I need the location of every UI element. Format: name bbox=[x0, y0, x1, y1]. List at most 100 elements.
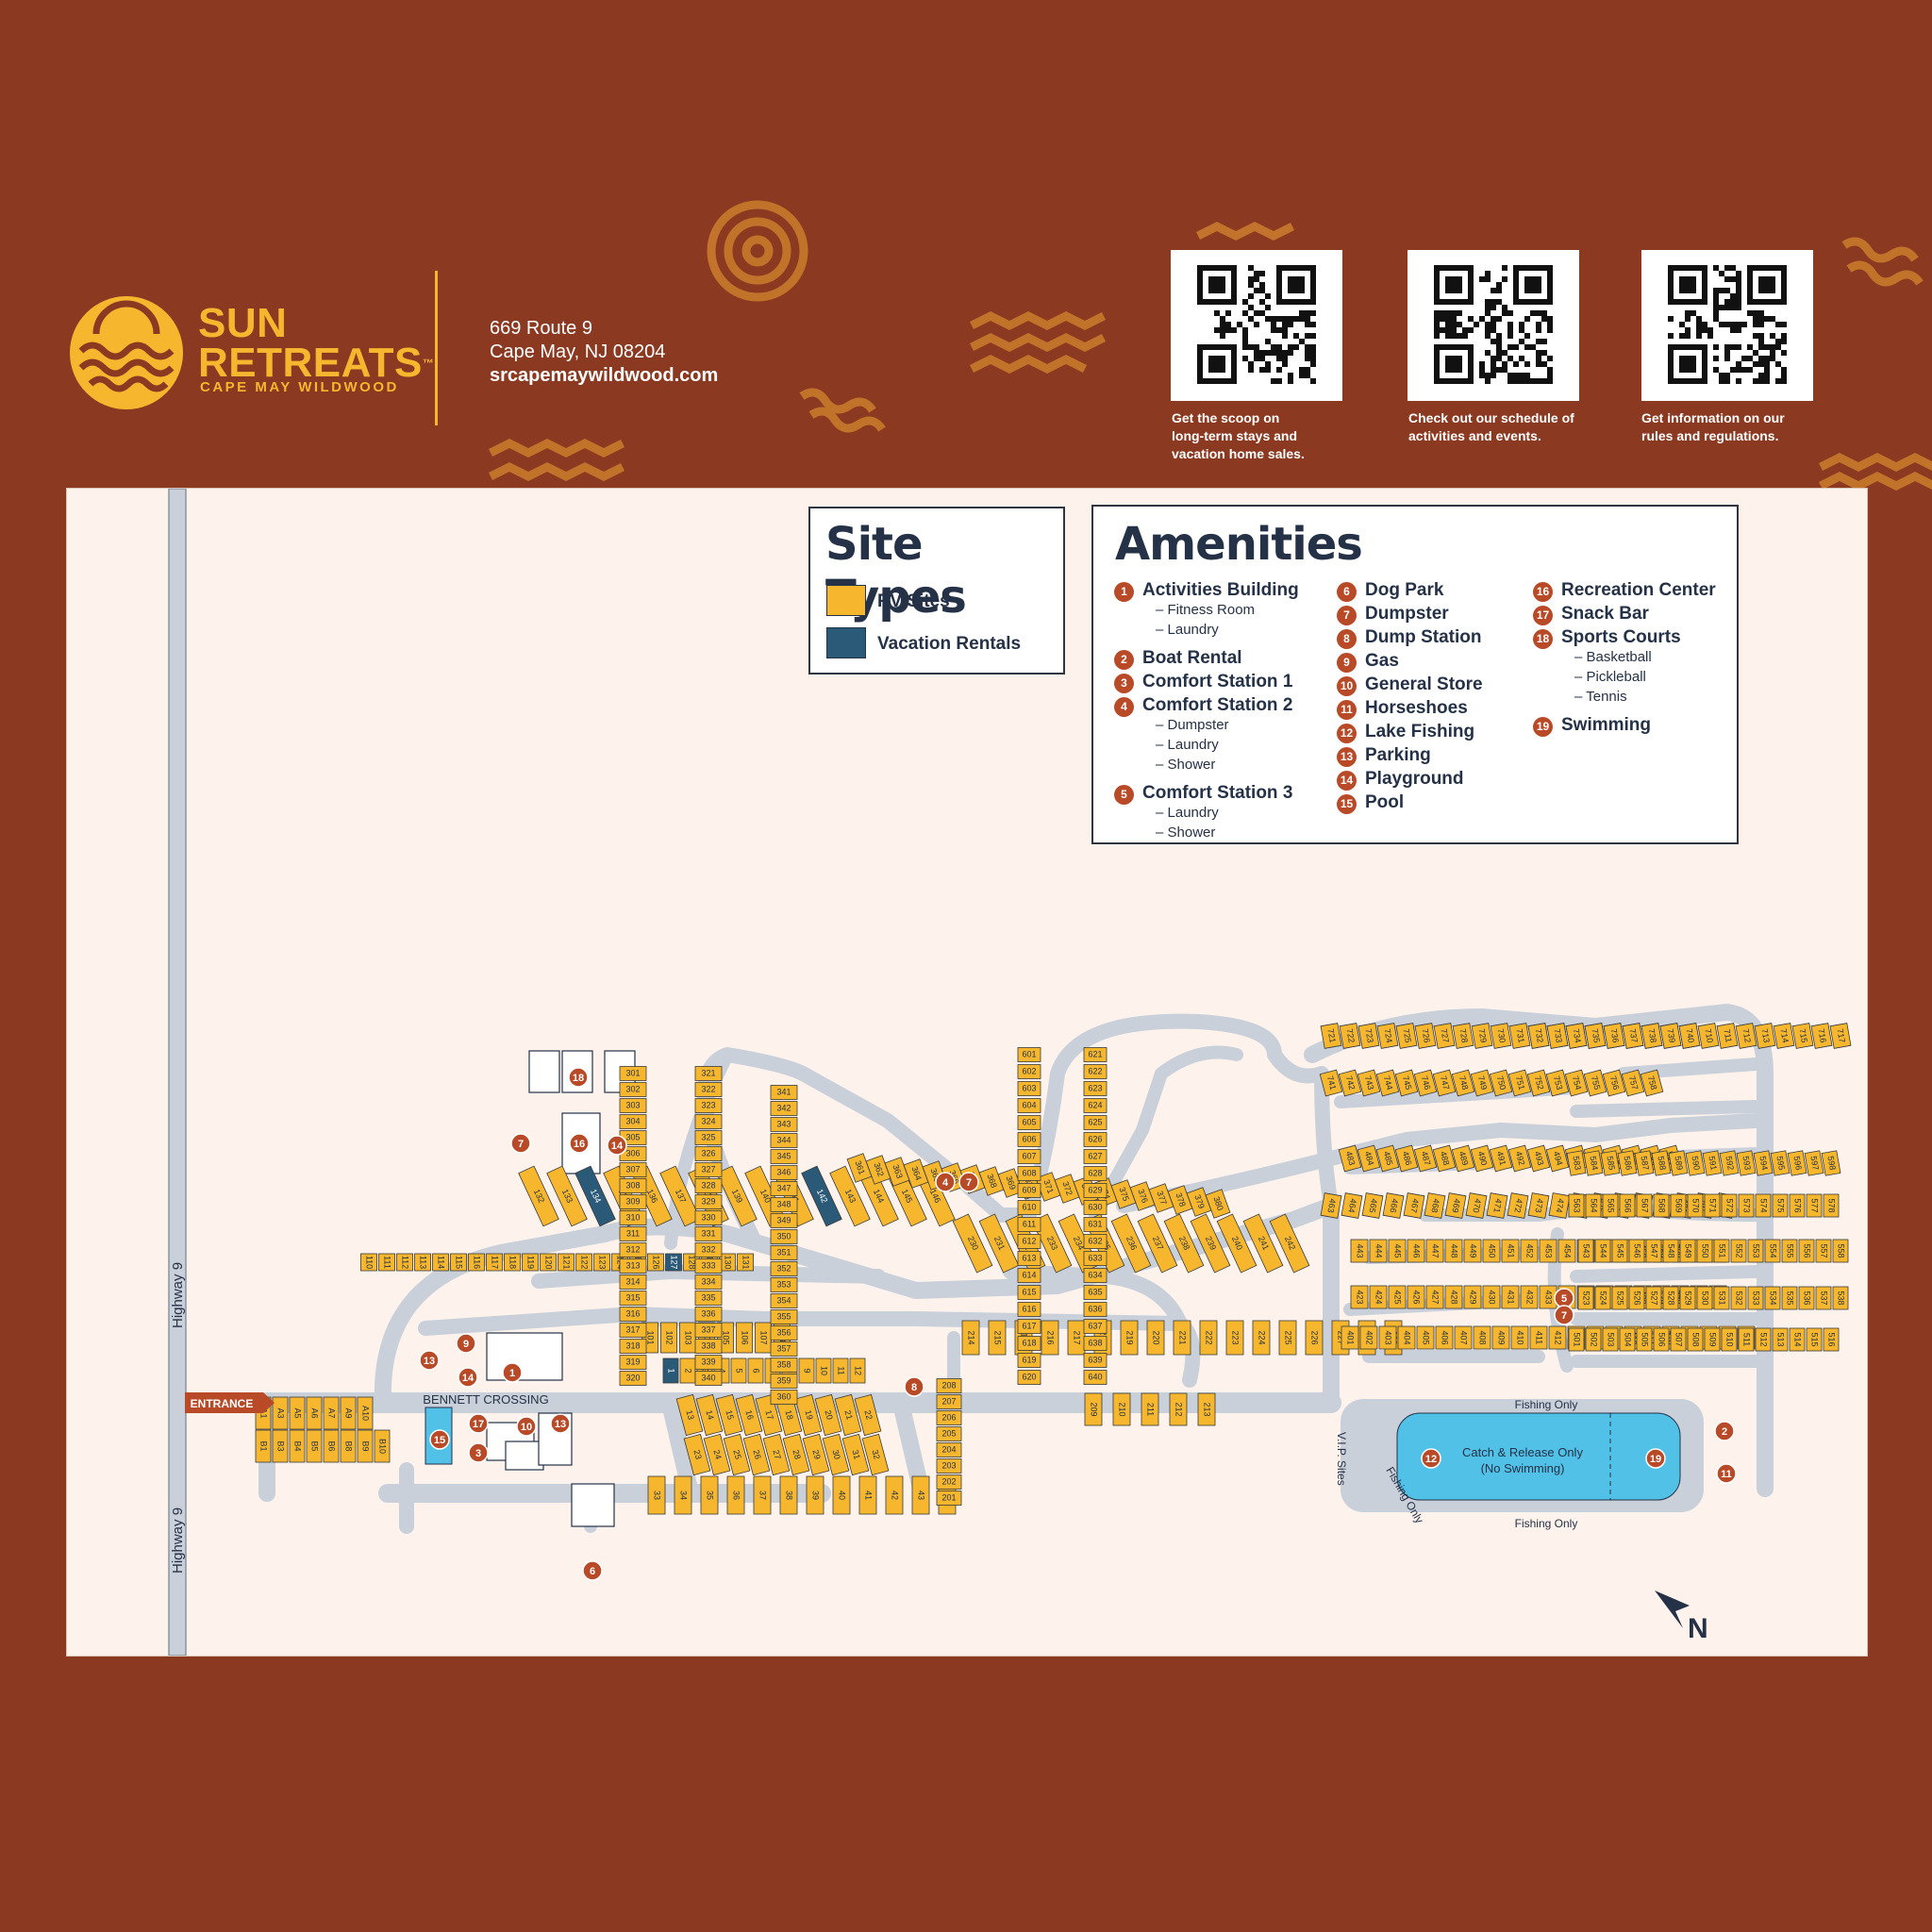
site-plot bbox=[1568, 1327, 1585, 1352]
amenity-number-6: 6 bbox=[1337, 582, 1357, 602]
site-plot bbox=[832, 1357, 849, 1384]
site-507: 507 bbox=[1670, 1327, 1687, 1352]
rv-sites-label: RV Sites bbox=[877, 591, 950, 611]
site-plot bbox=[340, 1429, 357, 1463]
site-plot bbox=[1755, 1193, 1772, 1218]
site-plot bbox=[814, 1393, 842, 1437]
site-336: 336 bbox=[694, 1307, 723, 1322]
site-plot bbox=[1520, 1239, 1539, 1263]
site-36: 36 bbox=[726, 1475, 745, 1515]
site-752: 752 bbox=[1526, 1069, 1551, 1097]
site-749: 749 bbox=[1470, 1069, 1494, 1097]
site-label: 577 bbox=[1810, 1198, 1820, 1212]
site-A10: A10 bbox=[357, 1396, 374, 1430]
site-plot bbox=[1697, 1023, 1720, 1049]
site-label: 38 bbox=[785, 1491, 794, 1500]
site-plot bbox=[1341, 1325, 1359, 1350]
site-plot bbox=[289, 1429, 306, 1463]
site-label: 632 bbox=[1088, 1236, 1102, 1245]
qr-code-long-term-stays[interactable] bbox=[1171, 250, 1342, 401]
site-label: 21 bbox=[842, 1409, 854, 1421]
amenity-number-4: 4 bbox=[1114, 697, 1134, 717]
site-plot bbox=[1205, 1189, 1231, 1219]
site-493: 493 bbox=[1526, 1144, 1551, 1173]
marker-number: 19 bbox=[1650, 1454, 1661, 1465]
site-label: 583 bbox=[1571, 1156, 1582, 1172]
site-plot bbox=[1017, 1115, 1041, 1130]
site-634: 634 bbox=[1083, 1268, 1108, 1283]
site-label: 37 bbox=[758, 1491, 768, 1500]
site-plot bbox=[694, 1274, 723, 1290]
site-label: 464 bbox=[1346, 1198, 1357, 1214]
site-107: 107 bbox=[755, 1322, 772, 1354]
site-plot bbox=[1173, 1320, 1191, 1356]
site-plot bbox=[619, 1323, 647, 1338]
site-514: 514 bbox=[1789, 1327, 1806, 1352]
site-plot bbox=[1529, 1325, 1548, 1350]
site-label: 404 bbox=[1403, 1330, 1412, 1344]
marker-number: 16 bbox=[574, 1139, 585, 1150]
site-313: 313 bbox=[619, 1258, 647, 1274]
site-plot bbox=[683, 1433, 711, 1476]
site-plot bbox=[1548, 1325, 1567, 1350]
site-353: 353 bbox=[770, 1277, 798, 1292]
site-432: 432 bbox=[1520, 1285, 1539, 1309]
site-plot bbox=[1470, 1144, 1494, 1173]
site-label: 543 bbox=[1582, 1243, 1591, 1257]
site-label: 444 bbox=[1374, 1243, 1384, 1257]
site-364: 364 bbox=[903, 1158, 929, 1189]
site-31: 31 bbox=[841, 1433, 870, 1476]
site-plot bbox=[1017, 1064, 1041, 1079]
site-label: 128 bbox=[688, 1255, 697, 1269]
site-plot bbox=[1397, 1325, 1416, 1350]
site-590: 590 bbox=[1685, 1150, 1706, 1176]
website-link[interactable]: srcapemaywildwood.com bbox=[490, 365, 719, 386]
site-231: 231 bbox=[978, 1213, 1020, 1274]
site-plot bbox=[289, 1396, 306, 1430]
site-plot bbox=[1713, 1286, 1730, 1310]
site-318: 318 bbox=[619, 1339, 647, 1354]
site-plot bbox=[1319, 1069, 1343, 1097]
site-plot bbox=[936, 1474, 962, 1490]
site-332: 332 bbox=[694, 1242, 723, 1257]
qr-code-activities[interactable] bbox=[1407, 250, 1579, 401]
site-601: 601 bbox=[1017, 1047, 1041, 1062]
site-label: 528 bbox=[1667, 1291, 1676, 1305]
site-502: 502 bbox=[1585, 1327, 1602, 1352]
site-label: 9 bbox=[803, 1368, 812, 1373]
site-plot bbox=[1017, 1319, 1041, 1334]
site-plot bbox=[1507, 1069, 1532, 1097]
site-plot bbox=[1600, 1150, 1621, 1176]
site-205: 205 bbox=[936, 1426, 962, 1441]
marker-number: 9 bbox=[463, 1339, 469, 1350]
qr-code-rules[interactable] bbox=[1641, 250, 1813, 401]
site-plot bbox=[1640, 1069, 1664, 1097]
amenity-label-14: Playground bbox=[1365, 769, 1464, 789]
site-label: 314 bbox=[625, 1276, 640, 1286]
site-plot bbox=[647, 1253, 664, 1272]
site-727: 727 bbox=[1433, 1023, 1456, 1049]
site-487: 487 bbox=[1413, 1144, 1438, 1173]
site-plot bbox=[936, 1410, 962, 1425]
site-label: 741 bbox=[1325, 1074, 1339, 1091]
site-plot bbox=[1696, 1286, 1713, 1310]
site-label: 451 bbox=[1507, 1243, 1516, 1257]
amenity-sub-item: – Tennis bbox=[1574, 689, 1627, 705]
site-639: 639 bbox=[1083, 1353, 1108, 1368]
site-plot bbox=[1382, 1192, 1405, 1219]
site-B8: B8 bbox=[340, 1429, 357, 1463]
site-label: 485 bbox=[1382, 1150, 1395, 1166]
site-label: 118 bbox=[508, 1256, 518, 1269]
site-label: 508 bbox=[1691, 1332, 1701, 1346]
site-plot bbox=[1704, 1193, 1721, 1218]
amenity-marker-17: 17 bbox=[468, 1413, 489, 1434]
site-114: 114 bbox=[432, 1253, 449, 1272]
site-label: 26 bbox=[751, 1449, 762, 1460]
site-plot bbox=[1603, 1023, 1625, 1049]
site-565: 565 bbox=[1602, 1193, 1619, 1218]
road-segment bbox=[1003, 1264, 1188, 1331]
site-plot bbox=[1413, 1144, 1438, 1173]
amenity-label-5: Comfort Station 3 bbox=[1142, 783, 1293, 803]
site-label: 509 bbox=[1708, 1332, 1718, 1346]
site-label: 344 bbox=[776, 1135, 791, 1144]
